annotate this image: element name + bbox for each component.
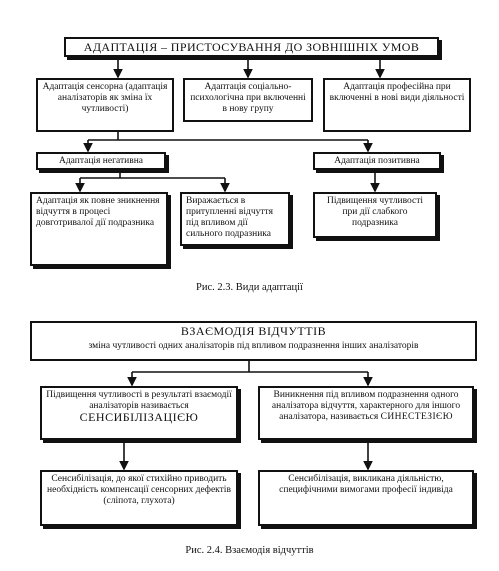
synesthesia-term: СИНЕСТЕЗІЄЮ [380,412,453,422]
sensory-box: Адаптація сенсорна (адаптація аналізатор… [36,78,174,132]
sensory-text: Адаптація сенсорна (адаптація аналізатор… [42,82,168,114]
social-box: Адаптація соціально-психологічна при вкл… [183,78,313,122]
leaf-left-text: Сенсибілізація, до якої стихійно приводи… [47,474,231,506]
leaf-right-box: Сенсибілізація, викликана діяльністю, сп… [258,470,474,526]
root-box: АДАПТАЦІЯ – ПРИСТОСУВАННЯ ДО ЗОВНІШНІХ У… [64,37,439,57]
positive-box: Адаптація позитивна [313,152,441,170]
figure2-caption: Рис. 2.4. Взаємодія відчуттів [185,545,314,556]
pos-leaf-box: Підвищення чутливості при дії слабкого п… [313,192,437,238]
sensitization-text: Підвищення чутливості в результаті взаєм… [46,390,232,411]
neg-leaf2-text: Виражається в притупленні відчуття під в… [186,196,273,239]
negative-box: Адаптація негативна [36,152,166,170]
interaction-title: ВЗАЄМОДІЯ ВІДЧУТТІВ [180,324,327,338]
professional-text: Адаптація професійна при включенні в нов… [329,82,465,103]
neg-leaf1-text: Адаптація як повне зникнення відчуття в … [36,196,160,228]
professional-box: Адаптація професійна при включенні в нов… [323,78,471,132]
sensitization-box: Підвищення чутливості в результаті взаєм… [40,386,238,440]
neg-leaf1-box: Адаптація як повне зникнення відчуття в … [30,192,168,266]
interaction-subtitle: зміна чутливості одних аналізаторів під … [88,341,419,351]
figure1-caption: Рис. 2.3. Види адаптації [196,282,303,293]
positive-text: Адаптація позитивна [334,156,420,166]
leaf-left-box: Сенсибілізація, до якої стихійно приводи… [40,470,238,526]
negative-text: Адаптація негативна [58,156,143,166]
pos-leaf-text: Підвищення чутливості при дії слабкого п… [326,196,424,228]
synesthesia-box: Виникнення під впливом подразнення одног… [258,386,474,440]
interaction-root-box: ВЗАЄМОДІЯ ВІДЧУТТІВ зміна чутливості одн… [30,321,477,361]
synesthesia-text: Виникнення під впливом подразнення одног… [271,390,461,422]
root-title: АДАПТАЦІЯ – ПРИСТОСУВАННЯ ДО ЗОВНІШНІХ У… [83,40,420,54]
neg-leaf2-box: Виражається в притупленні відчуття під в… [180,192,290,246]
sensitization-term: СЕНСИБІЛІЗАЦІЄЮ [79,410,199,424]
social-text: Адаптація соціально-психологічна при вкл… [190,82,306,114]
leaf-right-text: Сенсибілізація, викликана діяльністю, сп… [279,474,453,495]
